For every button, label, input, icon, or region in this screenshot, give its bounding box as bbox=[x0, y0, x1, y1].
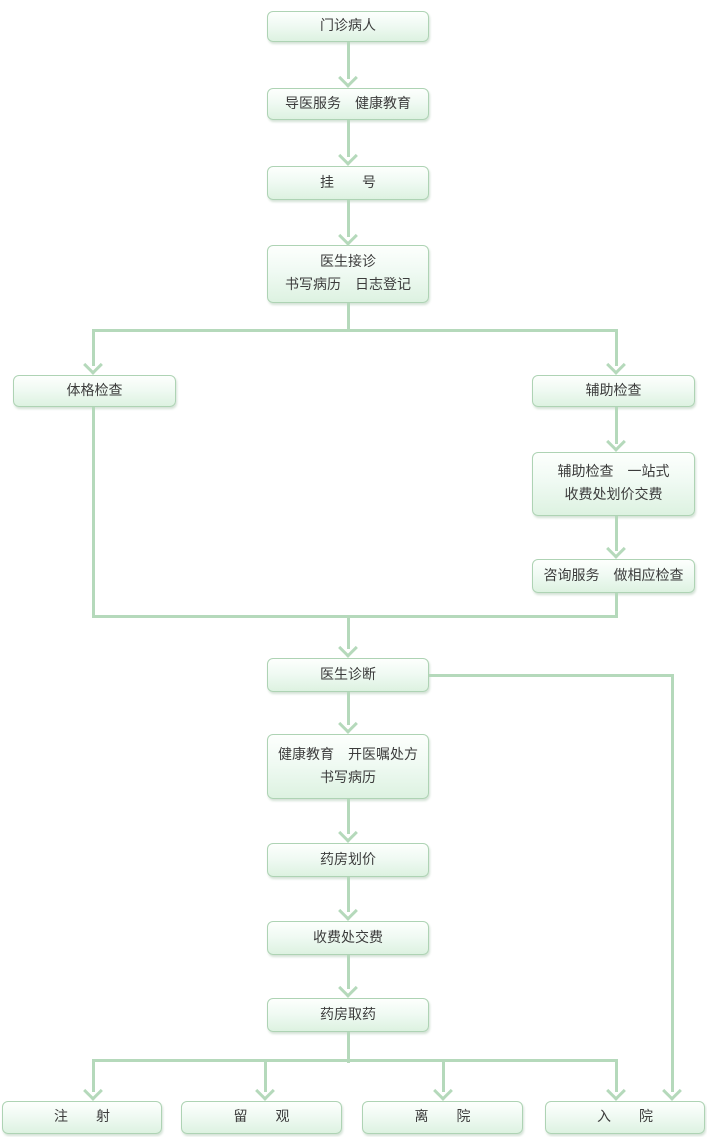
connector-physical-merge-drop bbox=[92, 407, 95, 618]
node-label: 门诊病人 bbox=[320, 18, 376, 34]
node-registration: 挂 号 bbox=[267, 166, 429, 200]
arrow-auxiliary-to-payment-shaft bbox=[615, 407, 618, 444]
node-label: 收费处交费 bbox=[313, 929, 383, 946]
node-physical-exam: 体格检查 bbox=[13, 375, 176, 407]
node-label: 体格检查 bbox=[66, 382, 123, 399]
arrow-merge-to-diagnosis-shaft bbox=[347, 615, 350, 649]
node-admission: 入 院 bbox=[545, 1101, 705, 1134]
arrow-down-icon bbox=[606, 432, 626, 452]
arrow-down-icon bbox=[338, 714, 358, 734]
arrow-down-icon bbox=[83, 355, 103, 375]
node-label: 药房划价 bbox=[320, 851, 376, 868]
arrow-registration-to-reception-shaft bbox=[347, 200, 350, 237]
arrow-to-discharge-shaft bbox=[442, 1059, 445, 1092]
node-label: 药房取药 bbox=[320, 1006, 376, 1023]
node-label: 导医服务 健康教育 bbox=[285, 95, 411, 112]
arrow-down-icon bbox=[338, 978, 358, 998]
node-label: 辅助检查 一站式 收费处划价交费 bbox=[557, 464, 670, 503]
node-label: 医生接诊 书写病历 日志登记 bbox=[285, 254, 411, 293]
node-label: 留 观 bbox=[233, 1109, 290, 1125]
arrow-down-icon bbox=[606, 1081, 626, 1101]
node-outpatient: 门诊病人 bbox=[267, 11, 429, 42]
node-cashier-payment: 收费处交费 bbox=[267, 921, 429, 955]
node-label: 离 院 bbox=[414, 1109, 471, 1125]
node-label: 医生诊断 bbox=[320, 666, 376, 683]
arrow-down-icon bbox=[338, 226, 358, 246]
arrow-cashier-to-dispense-shaft bbox=[347, 955, 350, 989]
arrow-diagnosis-to-admission-shaft bbox=[671, 674, 674, 1092]
connector-diagnosis-side bbox=[429, 674, 674, 677]
arrow-down-icon bbox=[662, 1081, 682, 1101]
arrow-down-icon bbox=[338, 146, 358, 166]
arrow-down-icon bbox=[433, 1081, 453, 1101]
node-auxiliary-exam: 辅助检查 bbox=[532, 375, 695, 407]
node-discharge: 离 院 bbox=[362, 1101, 523, 1134]
arrow-outpatient-to-guide-shaft bbox=[347, 42, 350, 79]
arrow-to-observation-shaft bbox=[264, 1059, 267, 1092]
node-label: 健康教育 开医嘱处方 书写病历 bbox=[278, 746, 418, 786]
node-auxiliary-exam-payment: 辅助检查 一站式 收费处划价交费 bbox=[532, 452, 695, 516]
connector-merge-branch bbox=[92, 615, 618, 618]
node-observation: 留 观 bbox=[181, 1101, 342, 1134]
arrow-education-to-pricing-shaft bbox=[347, 799, 350, 834]
arrow-guide-to-registration-shaft bbox=[347, 120, 350, 157]
arrow-down-icon bbox=[338, 901, 358, 921]
node-injection: 注 射 bbox=[2, 1101, 162, 1134]
node-consult-service: 咨询服务 做相应检查 bbox=[532, 559, 695, 593]
connector-bottom-branch bbox=[92, 1059, 618, 1062]
arrow-down-icon bbox=[83, 1081, 103, 1101]
node-guide-service: 导医服务 健康教育 bbox=[267, 88, 429, 120]
node-label: 入 院 bbox=[597, 1109, 653, 1125]
arrow-down-icon bbox=[338, 638, 358, 658]
arrow-to-injection-shaft bbox=[92, 1059, 95, 1092]
arrow-diagnosis-to-education-shaft bbox=[347, 692, 350, 725]
arrow-down-icon bbox=[606, 539, 626, 559]
node-health-education-prescription: 健康教育 开医嘱处方 书写病历 bbox=[267, 734, 429, 799]
connector-split-branch bbox=[92, 329, 618, 332]
node-label: 注 射 bbox=[54, 1109, 110, 1125]
node-label: 咨询服务 做相应检查 bbox=[543, 567, 684, 584]
arrow-down-icon bbox=[338, 68, 358, 88]
arrow-payment-to-consult-shaft bbox=[615, 516, 618, 551]
arrow-to-admission-shaft bbox=[615, 1059, 618, 1092]
node-doctor-diagnosis: 医生诊断 bbox=[267, 658, 429, 692]
connector-dispense-drop bbox=[347, 1032, 350, 1063]
node-pharmacy-dispense: 药房取药 bbox=[267, 998, 429, 1032]
node-label: 挂 号 bbox=[320, 174, 376, 191]
arrow-pricing-to-cashier-shaft bbox=[347, 877, 350, 912]
arrow-down-icon bbox=[338, 823, 358, 843]
arrow-down-icon bbox=[255, 1081, 275, 1101]
arrow-down-icon bbox=[606, 355, 626, 375]
arrow-split-to-physical-shaft bbox=[92, 329, 95, 366]
arrow-split-to-auxiliary-shaft bbox=[615, 329, 618, 366]
node-doctor-reception: 医生接诊 书写病历 日志登记 bbox=[267, 245, 429, 303]
node-pharmacy-pricing: 药房划价 bbox=[267, 843, 429, 877]
connector-consult-merge-drop bbox=[615, 593, 618, 618]
connector-reception-drop bbox=[347, 303, 350, 332]
node-label: 辅助检查 bbox=[585, 382, 642, 399]
